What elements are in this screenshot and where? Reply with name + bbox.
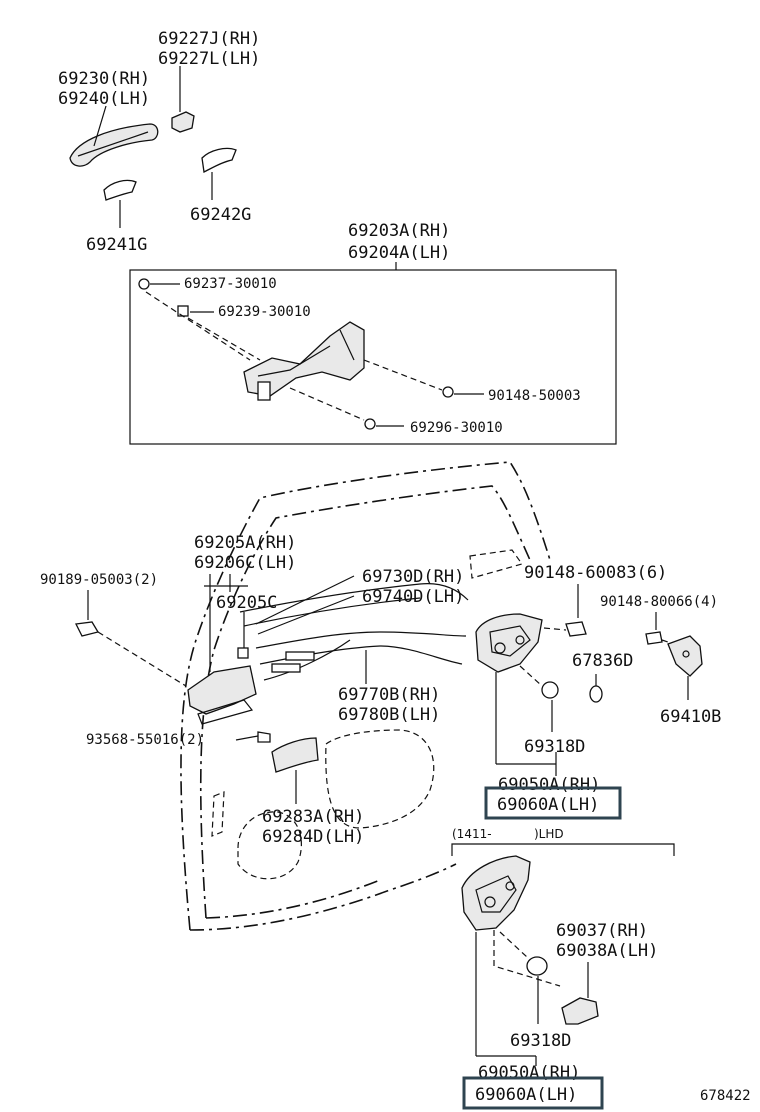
- part-67836d[interactable]: [589, 685, 603, 703]
- lhd-note-date: (1411-: [452, 827, 492, 841]
- label-69241g: 69241G: [86, 235, 147, 255]
- label-69242g: 69242G: [190, 205, 251, 225]
- label-69240: 69240(LH): [58, 89, 150, 109]
- part-69318d-1[interactable]: [541, 681, 559, 699]
- label-67836d: 67836D: [572, 651, 633, 671]
- outside-handle-part[interactable]: [69, 123, 159, 167]
- label-69770b: 69770B(RH): [338, 685, 440, 705]
- label-69060a-2[interactable]: 69060A(LH): [475, 1085, 577, 1105]
- highlight-69060a-1: [484, 786, 622, 820]
- label-69318d-2: 69318D: [510, 1031, 571, 1051]
- door-outline-group: [180, 461, 551, 931]
- label-69060a-1[interactable]: 69060A(LH): [497, 795, 599, 815]
- label-90148-50003: 90148-50003: [488, 388, 581, 404]
- label-69237: 69237-30010: [184, 276, 277, 292]
- part-90148-50003[interactable]: [442, 386, 454, 398]
- label-69740d: 69740D(LH): [362, 587, 464, 607]
- part-90148-60083[interactable]: [565, 621, 587, 637]
- catalog-number: 678422: [700, 1088, 751, 1104]
- inner-handle-screw: [237, 647, 249, 659]
- handle-frame-assy-box: 69203A(RH) 69204A(LH) 69237-30010 69239-…: [129, 221, 617, 445]
- label-69730d: 69730D(RH): [362, 567, 464, 587]
- label-93568: 93568-55016(2): [86, 732, 204, 748]
- label-69283a: 69283A(RH): [262, 807, 364, 827]
- handle-pad-part-69242g[interactable]: [201, 147, 237, 173]
- label-69050a-1: 69050A(RH): [498, 775, 600, 795]
- lhd-section: (1411- )LHD 69318D 69037(RH) 69038A(LH) …: [451, 827, 675, 1110]
- label-90189: 90189-05003(2): [40, 572, 158, 588]
- label-69296: 69296-30010: [410, 420, 503, 436]
- door-lock-part[interactable]: [475, 613, 543, 673]
- part-69318d-2[interactable]: [526, 956, 548, 976]
- highlight-69060a-2: [462, 1076, 604, 1110]
- label-69038a: 69038A(LH): [556, 941, 658, 961]
- cable-joint-1: [285, 651, 315, 661]
- label-69780b: 69780B(LH): [338, 705, 440, 725]
- label-69204a: 69204A(LH): [348, 243, 450, 263]
- part-69283a[interactable]: [271, 737, 319, 773]
- outside-handle-group: 69227J(RH) 69227L(LH) 69230(RH) 69240(LH…: [58, 29, 260, 255]
- label-69284d: 69284D(LH): [262, 827, 364, 847]
- inner-handle-group: 69205A(RH) 69206C(LH) 69205C 90189-05003…: [40, 533, 296, 748]
- label-69230: 69230(RH): [58, 69, 150, 89]
- label-69206c: 69206C(LH): [194, 553, 296, 573]
- part-69296[interactable]: [364, 418, 376, 430]
- part-93568[interactable]: [257, 731, 271, 743]
- handle-pad-part-69241g[interactable]: [103, 179, 137, 201]
- part-90148-80066[interactable]: [645, 631, 663, 645]
- label-69318d-1: 69318D: [524, 737, 585, 757]
- frame-tab: [257, 381, 271, 401]
- panel-piece-group: 69283A(RH) 69284D(LH): [262, 737, 364, 847]
- striker-group: 90148-80066(4) 69410B: [600, 594, 721, 727]
- door-lock-assy-main: 90148-60083(6) 67836D 69318D 69050A(RH) …: [475, 563, 667, 820]
- part-90189[interactable]: [75, 621, 100, 637]
- label-90148-60083: 90148-60083(6): [524, 563, 667, 583]
- label-69227j: 69227J(RH): [158, 29, 260, 49]
- label-69239: 69239-30010: [218, 304, 311, 320]
- label-69205a: 69205A(RH): [194, 533, 296, 553]
- label-69037: 69037(RH): [556, 921, 648, 941]
- part-69037[interactable]: [561, 997, 599, 1025]
- label-90148-80066: 90148-80066(4): [600, 594, 718, 610]
- label-69203a: 69203A(RH): [348, 221, 450, 241]
- assy-box-border: [129, 269, 617, 445]
- cable-group: 69730D(RH) 69740D(LH) 69770B(RH) 69780B(…: [255, 567, 467, 725]
- cable-joint-2: [271, 663, 301, 673]
- handle-cap-part[interactable]: [171, 111, 195, 133]
- label-69205c: 69205C: [216, 593, 277, 613]
- part-69237[interactable]: [138, 278, 150, 290]
- label-69410b: 69410B: [660, 707, 721, 727]
- lhd-note-suffix: )LHD: [534, 827, 564, 841]
- part-69410b[interactable]: [667, 635, 703, 677]
- door-lock-part-lhd[interactable]: [461, 855, 531, 931]
- inner-handle-part[interactable]: [187, 665, 257, 715]
- label-69227l: 69227L(LH): [158, 49, 260, 69]
